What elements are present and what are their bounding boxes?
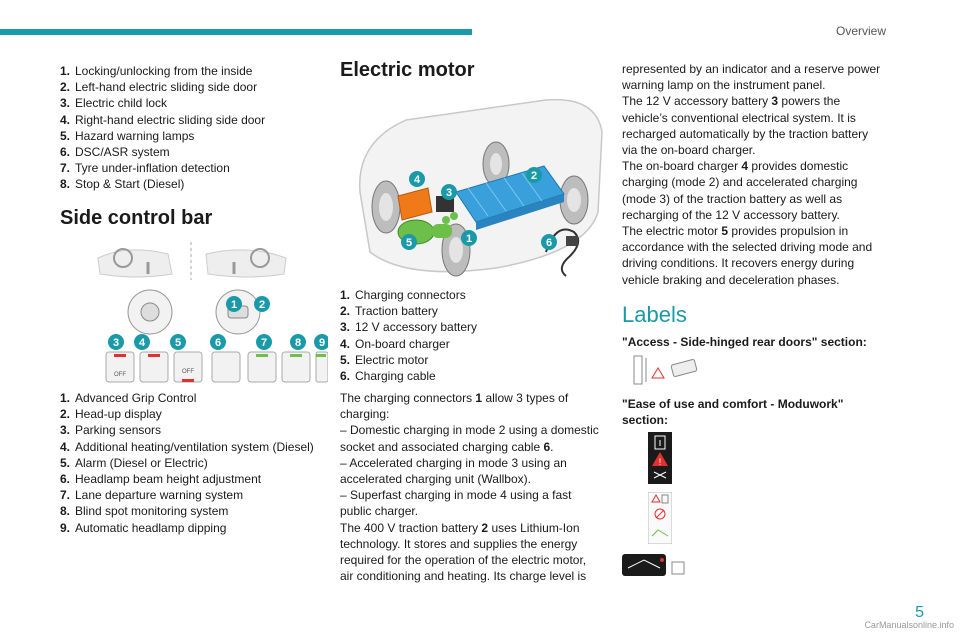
svg-text:5: 5 bbox=[406, 237, 412, 249]
steering-wheel-left-icon bbox=[113, 248, 133, 268]
access-doors-label-image bbox=[633, 355, 698, 385]
moduwork-warning-label-image: ! bbox=[648, 432, 672, 484]
svg-text:OFF: OFF bbox=[114, 372, 126, 378]
electric-motor-heading: Electric motor bbox=[340, 59, 475, 81]
number-badge: 4 bbox=[409, 171, 425, 187]
list-item: 1.Locking/unlocking from the inside bbox=[60, 64, 253, 78]
list-item: 5.Alarm (Diesel or Electric) bbox=[60, 455, 208, 470]
electric-motor-illustration: 1 2 3 4 5 6 bbox=[358, 98, 603, 277]
charging-text-block: The charging connectors 1 allow 3 types … bbox=[340, 390, 612, 584]
number-badge: 3 bbox=[108, 334, 124, 350]
list-item: 1.Charging connectors bbox=[340, 288, 466, 302]
number-badge: 5 bbox=[170, 334, 186, 350]
svg-text:8: 8 bbox=[295, 337, 301, 349]
moduwork-desk-label-image bbox=[622, 554, 685, 576]
svg-text:6: 6 bbox=[215, 337, 221, 349]
watermark-text: CarManualsonline.info bbox=[864, 620, 954, 630]
list-item: 3.Parking sensors bbox=[60, 423, 162, 438]
list-item: 3.Electric child lock bbox=[60, 96, 168, 111]
label-moduwork-caption: "Ease of use and comfort - Moduwork"sect… bbox=[622, 397, 844, 428]
page-number: 5 bbox=[915, 604, 924, 621]
list-item: 2.Left-hand electric sliding side door bbox=[60, 80, 258, 95]
charge-level-paragraph: represented by an indicator and a reserv… bbox=[622, 62, 881, 287]
list-item: 5.Hazard warning lamps bbox=[60, 128, 195, 143]
number-badge: 4 bbox=[134, 334, 150, 350]
number-badge: 6 bbox=[541, 234, 557, 250]
svg-text:2: 2 bbox=[531, 170, 537, 182]
header-accent-bar bbox=[0, 29, 472, 35]
svg-text:4: 4 bbox=[414, 174, 421, 186]
number-badge: 5 bbox=[401, 234, 417, 250]
list-item: 2.Head-up display bbox=[60, 407, 162, 422]
side-control-bar-illustration: OFF OFF 1 2 3 4 5 6 7 8 9 bbox=[97, 242, 328, 383]
labels-heading: Labels bbox=[622, 302, 687, 327]
dashboard-right-shape bbox=[205, 249, 287, 278]
accessory-battery-shape bbox=[436, 196, 454, 212]
number-badge: 2 bbox=[254, 296, 270, 312]
electric-motor-badges: 1 2 3 4 5 6 bbox=[401, 167, 557, 250]
svg-text:4: 4 bbox=[139, 337, 146, 349]
svg-text:3: 3 bbox=[113, 337, 119, 349]
number-badge: 3 bbox=[441, 184, 457, 200]
list-item: 6.DSC/ASR system bbox=[60, 145, 170, 160]
list-item: 2.Traction battery bbox=[340, 304, 438, 319]
side-control-bar-list: 1.Advanced Grip Control 2.Head-up display… bbox=[60, 390, 314, 536]
list-item: 4.On-board charger bbox=[340, 336, 450, 351]
door-controls-list: 1.Locking/unlocking from the inside 2.Lef… bbox=[60, 63, 265, 193]
on-board-charger-shape bbox=[397, 187, 433, 221]
label-access-doors-caption: "Access - Side-hinged rear doors" sectio… bbox=[622, 335, 867, 349]
svg-text:OFF: OFF bbox=[182, 369, 194, 375]
number-badge: 1 bbox=[226, 296, 242, 312]
svg-text:1: 1 bbox=[466, 233, 472, 245]
list-item: 6.Headlamp beam height adjustment bbox=[60, 472, 262, 487]
svg-text:6: 6 bbox=[546, 237, 552, 249]
dashboard-left-shape bbox=[97, 249, 173, 278]
charging-connectors-paragraph: The charging connectors 1 allow 3 types … bbox=[340, 391, 599, 584]
list-item: 4.Right-hand electric sliding side door bbox=[60, 112, 266, 127]
number-badge: 8 bbox=[290, 334, 306, 350]
svg-text:9: 9 bbox=[319, 337, 325, 349]
svg-text:2: 2 bbox=[259, 299, 265, 311]
list-item: 8.Stop & Start (Diesel) bbox=[60, 177, 185, 192]
number-badge: 2 bbox=[526, 167, 542, 183]
page-header-title: Overview bbox=[835, 24, 886, 38]
number-badge: 9 bbox=[314, 334, 328, 350]
list-item: 6.Charging cable bbox=[340, 369, 436, 384]
svg-text:7: 7 bbox=[261, 337, 267, 349]
svg-text:3: 3 bbox=[446, 187, 452, 199]
svg-text:5: 5 bbox=[175, 337, 181, 349]
list-item: 3.12 V accessory battery bbox=[340, 320, 478, 335]
list-item: 7.Lane departure warning system bbox=[60, 488, 244, 503]
list-item: 7.Tyre under-inflation detection bbox=[60, 161, 230, 176]
list-item: 5.Electric motor bbox=[340, 352, 429, 367]
svg-text:1: 1 bbox=[231, 299, 237, 311]
svg-text:!: ! bbox=[659, 457, 662, 467]
list-item: 8.Blind spot monitoring system bbox=[60, 504, 229, 519]
number-badge: 1 bbox=[461, 230, 477, 246]
number-badge: 7 bbox=[256, 334, 272, 350]
steering-wheel-right-icon bbox=[250, 248, 270, 268]
side-control-badges: 1 2 3 4 5 6 7 8 9 bbox=[108, 296, 328, 350]
list-item: 9.Automatic headlamp dipping bbox=[60, 520, 227, 535]
side-button-row: OFF OFF bbox=[105, 351, 328, 383]
moduwork-usage-label-image bbox=[648, 492, 672, 544]
list-item: 1.Advanced Grip Control bbox=[60, 391, 197, 405]
side-control-bar-heading: Side control bar bbox=[60, 207, 213, 229]
list-item: 4.Additional heating/ventilation system … bbox=[60, 439, 314, 454]
number-badge: 6 bbox=[210, 334, 226, 350]
